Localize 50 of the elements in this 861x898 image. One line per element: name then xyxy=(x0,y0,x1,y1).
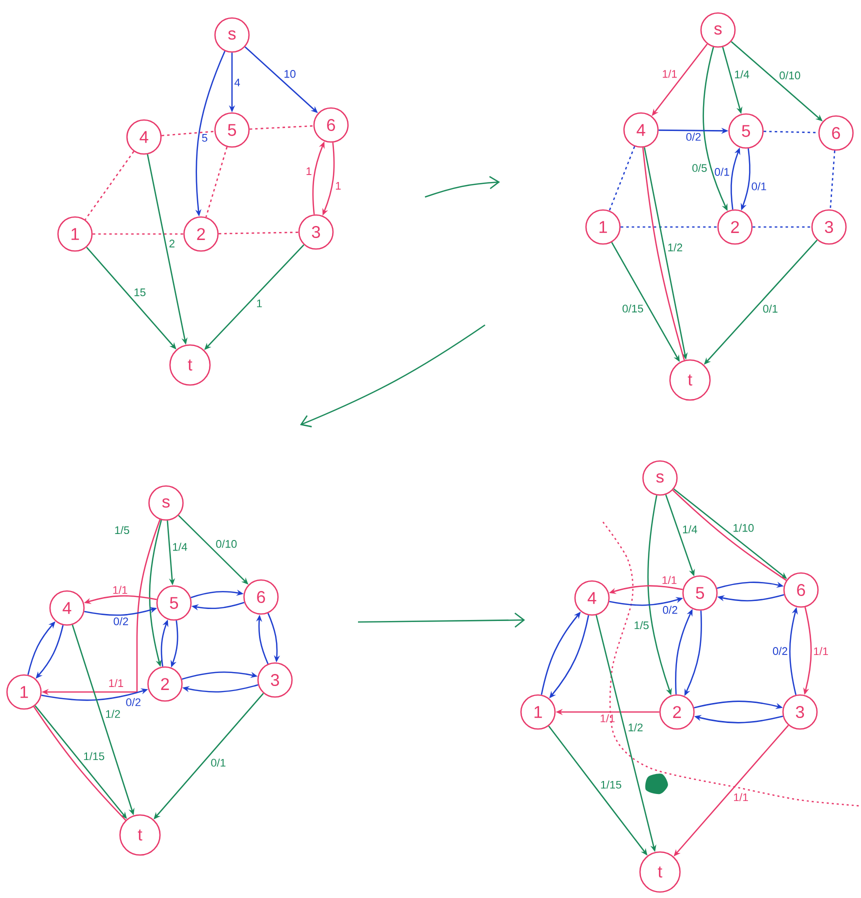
edge-label: 10 xyxy=(284,70,296,78)
edge-label: 1/2 xyxy=(668,243,682,252)
edge-label: 1/2 xyxy=(106,710,120,718)
edge-label: 0/1 xyxy=(714,168,730,176)
edge-label: 0/2 xyxy=(114,617,128,626)
edge-label: 0/2 xyxy=(772,646,788,655)
edge-label: 1/2 xyxy=(628,723,643,732)
edge-label: 0/15 xyxy=(622,304,644,312)
edge-label: 0/1 xyxy=(752,182,766,190)
dashed-line xyxy=(250,125,314,130)
edge-label: 0/2 xyxy=(662,606,678,614)
edge-label: 0/1 xyxy=(211,758,226,767)
edge-label: 0/2 xyxy=(126,698,140,706)
edge-label: 4 xyxy=(234,78,240,86)
edge-label: 0/5 xyxy=(692,164,707,172)
edge-label: 1/5 xyxy=(634,621,649,630)
edge-label: 1/1 xyxy=(662,70,677,78)
edge-label: 0/10 xyxy=(780,71,800,80)
edge-label: 1/1 xyxy=(109,678,124,688)
edge-label: 1/1 xyxy=(113,586,128,594)
dashed-line xyxy=(752,226,812,228)
edge-label: 5 xyxy=(202,134,208,142)
edge-label: 1/4 xyxy=(735,70,750,78)
edge-label: 0/10 xyxy=(216,540,237,548)
edge-label: 1/4 xyxy=(683,525,698,534)
edge-label: 1 xyxy=(306,167,312,175)
dashed-line xyxy=(205,146,228,218)
edge-label: 15 xyxy=(134,288,146,296)
dashed-line xyxy=(92,233,184,235)
edge-label: 1 xyxy=(257,300,262,308)
dashed-line xyxy=(608,146,636,211)
dashed-line xyxy=(764,130,818,134)
edge-label: 0/1 xyxy=(763,304,778,313)
edge-label: 2 xyxy=(169,240,174,248)
dashed-line xyxy=(162,130,214,136)
dashed-line xyxy=(830,150,836,210)
edge-label: 1/5 xyxy=(115,526,130,534)
edge-label: 1/15 xyxy=(601,780,622,789)
edge-label: 1/10 xyxy=(734,524,754,532)
edge-label: 1/1 xyxy=(734,793,748,802)
edge-label: 1 xyxy=(336,182,341,190)
edge-label: 1/15 xyxy=(84,752,104,760)
edge-label: 1/1 xyxy=(600,714,615,722)
dashed-line xyxy=(84,151,134,220)
edge-label: 1/1 xyxy=(814,647,828,656)
dashed-line xyxy=(218,232,298,234)
dashed-line xyxy=(620,226,718,228)
edge-label: 1/1 xyxy=(662,576,676,584)
edge-label: 1/4 xyxy=(173,542,188,551)
edge-label: 0/2 xyxy=(686,132,701,141)
